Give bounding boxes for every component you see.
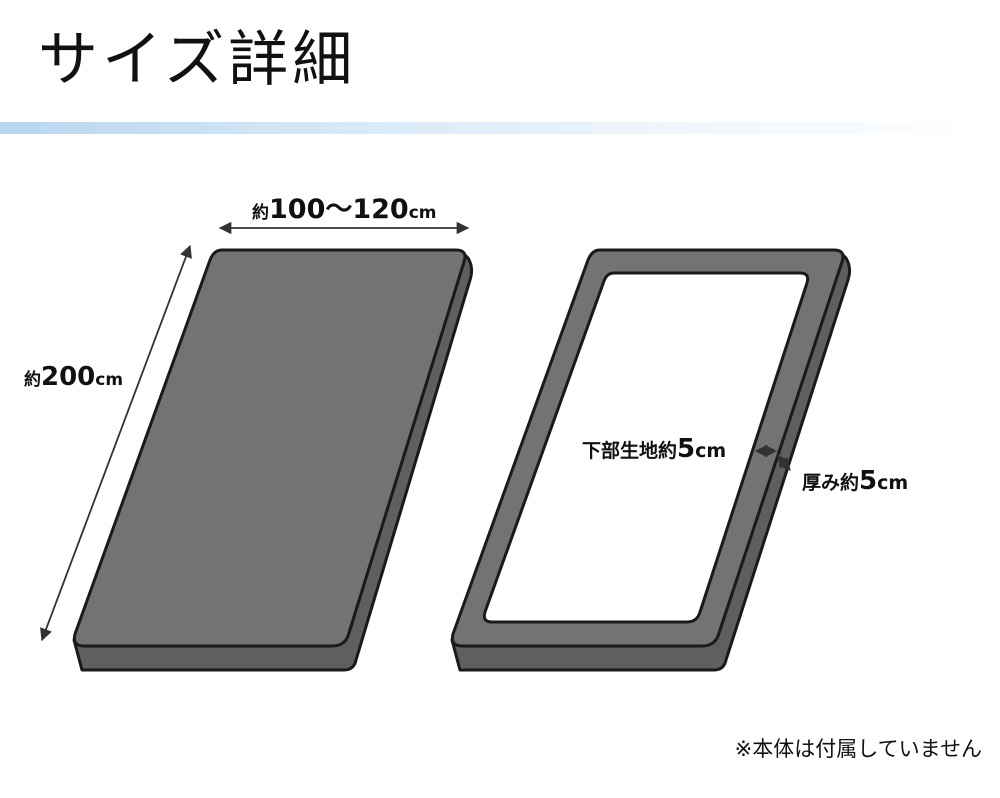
thickness-label: 厚み約5cm xyxy=(802,466,908,496)
title-underline xyxy=(0,122,1000,134)
mattress-solid xyxy=(72,248,474,672)
inner-panel xyxy=(482,271,810,624)
length-arrow xyxy=(40,244,192,642)
mattress-frame xyxy=(450,248,852,672)
page-title: サイズ詳細 xyxy=(38,25,357,95)
width-label: 約100〜120cm xyxy=(252,194,437,225)
mattress-solid-top xyxy=(72,248,467,648)
thickness-arrow xyxy=(777,455,791,471)
bottom-fabric-label: 下部生地約5cm xyxy=(582,434,726,464)
disclaimer-note: ※本体は付属していません xyxy=(734,737,982,761)
length-label: 約200cm xyxy=(24,362,123,392)
